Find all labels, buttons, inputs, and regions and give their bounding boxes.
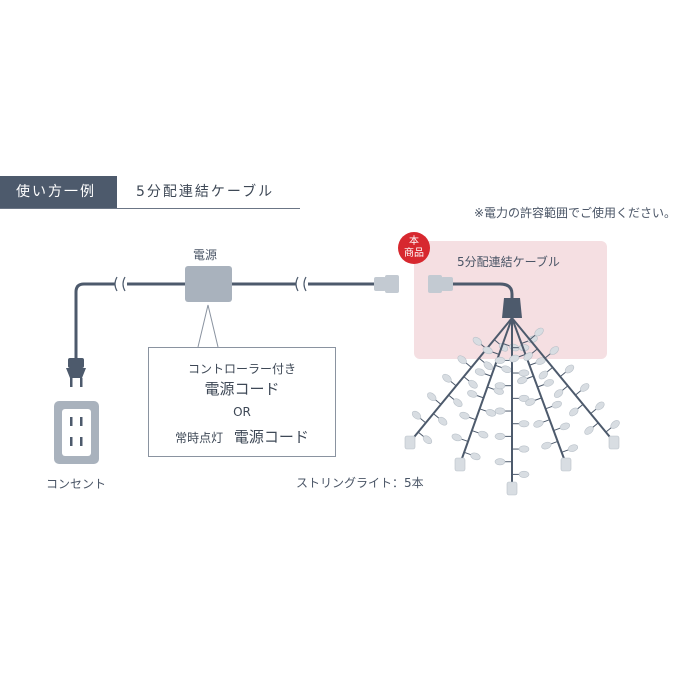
light-strand	[511, 317, 620, 450]
bulb	[553, 389, 564, 398]
bulb	[453, 398, 463, 408]
bulb	[472, 336, 482, 346]
bulb	[580, 383, 590, 392]
bulb	[518, 445, 530, 453]
light-strand	[451, 317, 520, 472]
strand-end-cap	[560, 457, 572, 472]
strand-end-cap	[506, 481, 518, 496]
section-title: 5分配連結ケーブル	[136, 184, 275, 200]
bulb	[517, 376, 528, 385]
usage-note: ※電力の許容範囲でご使用ください。	[473, 206, 676, 220]
bulb	[422, 435, 433, 445]
splitter-hub	[502, 298, 522, 318]
bulb	[457, 355, 467, 365]
bulb	[564, 364, 575, 374]
bulb	[569, 407, 579, 417]
bulb	[474, 368, 486, 376]
strand-wire	[459, 317, 513, 465]
bulb	[534, 327, 544, 337]
strand-end-cap	[608, 435, 620, 450]
bulb	[494, 356, 506, 364]
cable-break-mark-left	[114, 276, 127, 292]
callout-always-on-cord: 電源コード	[233, 428, 309, 446]
callout-line-always-on: 常時点灯 電源コード	[149, 426, 335, 447]
power-cord-callout: コントローラー付き 電源コード OR 常時点灯 電源コード	[148, 347, 336, 457]
bulb	[470, 452, 481, 461]
string-lights-label: ストリングライト：5本	[296, 476, 424, 490]
callout-line-controller: コントローラー付き	[187, 362, 296, 376]
connector-female	[428, 275, 453, 293]
bulb	[518, 420, 530, 428]
strand-wire	[511, 317, 615, 443]
callout-line-power-cord: 電源コード	[204, 380, 280, 398]
outlet-label: コンセント	[46, 477, 107, 491]
string-lights	[404, 317, 620, 496]
cable-break-mark-right	[295, 276, 308, 292]
product-cable	[453, 282, 514, 300]
strand-wire	[409, 317, 513, 443]
bulb	[541, 441, 552, 450]
bulb	[427, 392, 437, 402]
bulb	[595, 401, 605, 411]
bulb	[518, 470, 530, 478]
callout-line-or: OR	[233, 405, 251, 419]
strand-end-cap	[454, 457, 466, 472]
bulb	[442, 373, 452, 383]
bulb	[411, 410, 422, 420]
bulb	[559, 422, 571, 431]
bulb	[584, 426, 594, 435]
bulb	[543, 379, 554, 387]
bulb	[468, 379, 478, 389]
light-strand	[494, 318, 530, 496]
bulb	[525, 398, 536, 406]
bulb	[494, 458, 506, 466]
section-tag: 使い方一例	[0, 176, 117, 208]
bulb	[494, 407, 506, 415]
header-underline	[0, 208, 300, 209]
bulb	[459, 411, 470, 420]
bulb	[610, 420, 620, 429]
bulb	[538, 370, 549, 380]
bulb	[518, 394, 530, 402]
main-cable	[74, 282, 378, 360]
strand-end-cap	[404, 435, 416, 450]
power-supply-box	[185, 266, 232, 302]
plug-icon	[66, 358, 86, 387]
bulb	[437, 416, 448, 426]
bulb	[523, 352, 533, 361]
bulb	[501, 365, 512, 374]
bulb	[467, 390, 478, 398]
product-cable-label: 5分配連結ケーブル	[457, 255, 560, 269]
connector-male	[374, 275, 399, 293]
product-badge-line1: 本	[409, 236, 419, 247]
bulb	[549, 346, 559, 355]
bulb	[482, 346, 493, 355]
bulb	[483, 361, 493, 371]
product-badge-line2: 商品	[404, 248, 424, 259]
bulb	[485, 409, 497, 417]
bulb	[494, 382, 506, 390]
callout-always-on-label: 常時点灯	[175, 431, 224, 445]
bulb	[478, 430, 489, 439]
bulb	[494, 432, 506, 440]
bulb	[567, 444, 579, 452]
bulb	[451, 433, 462, 442]
callout-pointer	[197, 304, 219, 348]
strand-wire	[511, 317, 567, 465]
bulb	[533, 420, 544, 428]
light-strand	[404, 317, 513, 450]
light-strand	[509, 317, 579, 472]
power-supply-label: 電源	[193, 248, 218, 262]
outlet-icon	[54, 401, 99, 464]
product-badge: 本 商品	[398, 232, 430, 264]
bulb	[518, 369, 530, 377]
bulb	[551, 400, 562, 409]
bulb	[509, 354, 520, 363]
